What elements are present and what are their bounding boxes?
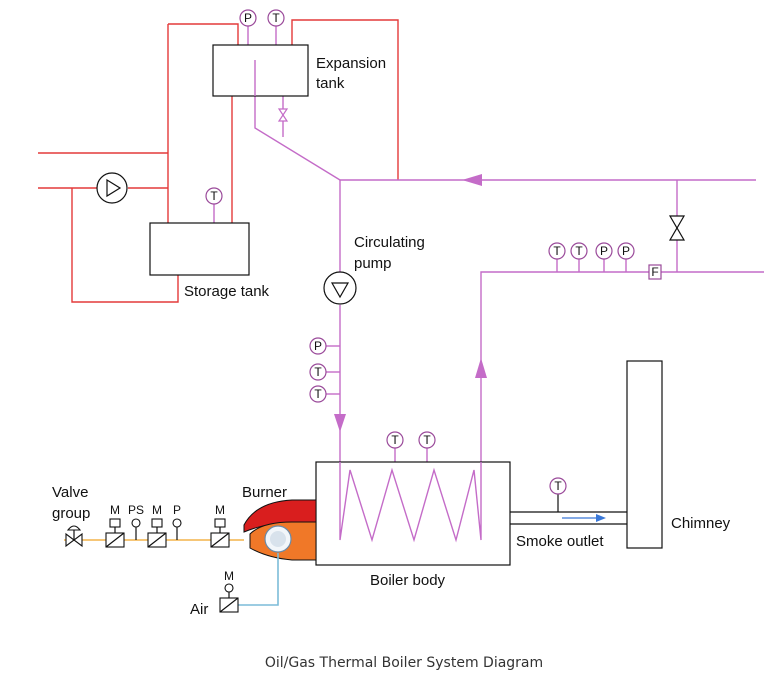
gauge-t-pump-outlet-1: T (309, 363, 327, 381)
gauge-p-pump-outlet: P (309, 337, 327, 355)
storage-tank (149, 222, 250, 276)
instrument-stems (213, 26, 627, 512)
boiler-body-label: Boiler body (370, 572, 446, 589)
valve-group-label-line2: group (52, 505, 90, 522)
flow-arrow-supply-down (334, 414, 346, 432)
gauge-t-pump-outlet-2: T (309, 385, 327, 403)
gauge-t-outlet-1: T (548, 242, 566, 260)
diagram-caption: Oil/Gas Thermal Boiler System Diagram (265, 655, 543, 671)
svg-text:T: T (314, 387, 322, 401)
svg-text:P: P (244, 11, 252, 25)
circulating-pump-storage (96, 172, 128, 204)
motor-valve-2: M (147, 503, 167, 548)
red-pipes (38, 19, 399, 303)
valve-group-label-line1: Valve (52, 484, 88, 501)
svg-text:M: M (224, 569, 234, 583)
svg-text:M: M (215, 503, 225, 517)
circulating-pump-main (323, 271, 357, 305)
motor-valve-1: M (105, 503, 125, 548)
smoke-outlet-duct (510, 511, 627, 525)
gauge-t-expansion: T (267, 9, 285, 27)
svg-text:T: T (575, 244, 583, 258)
gauge-t-outlet-2: T (570, 242, 588, 260)
expansion-tank-label-line1: Expansion (316, 55, 386, 72)
gauge-t-storage: T (205, 187, 223, 205)
svg-text:P: P (622, 244, 630, 258)
air-damper: M (219, 569, 239, 613)
gauge-t-boiler-2: T (418, 431, 436, 449)
svg-text:T: T (553, 244, 561, 258)
svg-text:T: T (423, 433, 431, 447)
circulating-pump-label-line1: Circulating (354, 234, 425, 251)
chimney-label: Chimney (671, 515, 731, 532)
flow-arrow-up (475, 358, 487, 378)
svg-text:T: T (314, 365, 322, 379)
svg-text:P: P (173, 503, 181, 517)
burner (243, 499, 317, 561)
expansion-valve (277, 108, 289, 122)
expansion-tank-label-line2: tank (316, 75, 345, 92)
storage-tank-label: Storage tank (184, 283, 270, 300)
flow-arrow-return (462, 174, 482, 186)
gauge-p-outlet-1: P (595, 242, 613, 260)
air-label: Air (190, 601, 208, 618)
svg-text:P: P (600, 244, 608, 258)
valve-group-inlet-valve (65, 525, 83, 548)
svg-text:P: P (314, 339, 322, 353)
svg-text:T: T (554, 479, 562, 493)
svg-text:T: T (210, 189, 218, 203)
svg-text:PS: PS (128, 503, 144, 517)
fuel-pressure-gauge: P (172, 503, 182, 540)
chimney (626, 360, 663, 549)
motor-valve-burner: M (210, 503, 230, 548)
circulating-pump-label-line2: pump (354, 255, 392, 272)
bypass-valve (668, 215, 686, 241)
svg-text:M: M (152, 503, 162, 517)
svg-text:T: T (272, 11, 280, 25)
gauge-p-outlet-2: P (617, 242, 635, 260)
air-line (238, 553, 279, 606)
pressure-switch: PS (128, 503, 144, 540)
gauge-t-smoke: T (549, 477, 567, 495)
expansion-tank (212, 44, 309, 97)
smoke-outlet-label: Smoke outlet (516, 533, 604, 550)
boiler-coil (339, 462, 482, 543)
svg-text:F: F (651, 265, 658, 279)
flow-meter: F (648, 264, 662, 280)
burner-label: Burner (242, 484, 287, 501)
svg-text:M: M (110, 503, 120, 517)
svg-text:T: T (391, 433, 399, 447)
gauge-p-expansion: P (239, 9, 257, 27)
gauge-t-boiler-1: T (386, 431, 404, 449)
